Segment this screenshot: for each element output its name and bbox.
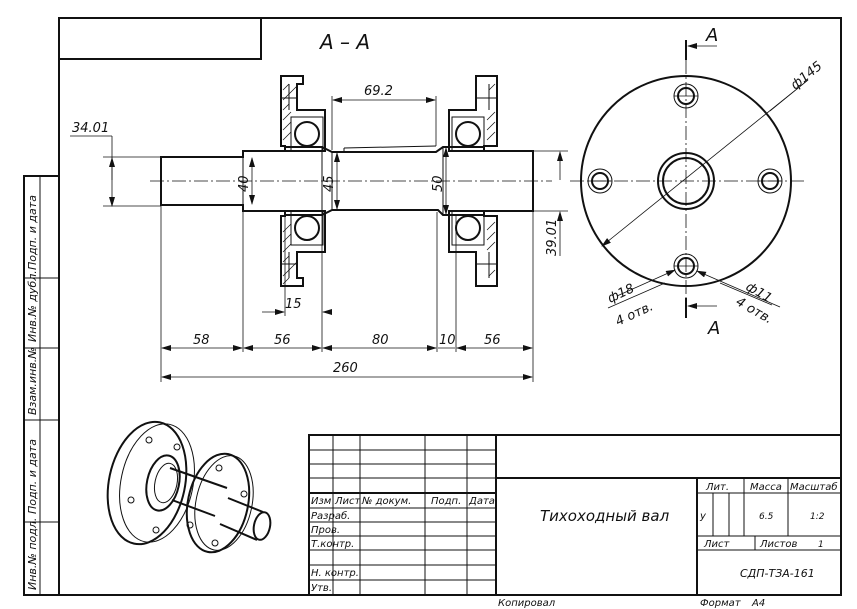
corner-box xyxy=(58,17,262,60)
tb-row-utv: Утв. xyxy=(311,583,332,594)
bearing-ball-top-right xyxy=(455,121,481,147)
dim-40: 40 xyxy=(237,175,252,192)
dim-50: 50 xyxy=(431,175,446,192)
tb-scale-value: 1:2 xyxy=(810,512,825,522)
flange-side-view: А А ф145 ф18 4 отв. ф11 4 отв. xyxy=(570,25,825,339)
tb-lit-label: Лит. xyxy=(705,482,729,493)
tb-mass-label: Масса xyxy=(750,482,782,493)
dim-34-01: 34.01 xyxy=(72,121,109,136)
dim-260: 260 xyxy=(333,361,358,376)
stamp-cell-1: Подп. и дата xyxy=(26,195,39,270)
tb-sheets-label: Листов xyxy=(759,539,797,550)
bearing-ball-bottom-left xyxy=(294,215,320,241)
cut-letter-top: А xyxy=(705,25,718,46)
dia-145: ф145 xyxy=(788,59,825,93)
tb-row-nkontr: Н. контр. xyxy=(311,568,359,579)
dim-56-a: 56 xyxy=(274,333,291,348)
tb-header-izm: Изм xyxy=(311,496,332,507)
stamp-cell-3: Взам.инв.№ xyxy=(26,347,39,415)
dim-80: 80 xyxy=(372,333,389,348)
dim-45: 45 xyxy=(322,175,337,192)
flange-outer-circle xyxy=(580,75,792,287)
side-stamp: Подп. и дата Инв.№ дубл. Взам.инв.№ Подп… xyxy=(23,175,60,596)
dim-10: 10 xyxy=(439,333,456,348)
tb-row-razrab: Разраб. xyxy=(311,510,350,522)
tb-part-name: Тихоходный вал xyxy=(540,507,670,525)
dim-39-01: 39.01 xyxy=(545,219,560,256)
cut-letter-bottom: А xyxy=(707,318,720,339)
section-label: А – А xyxy=(318,30,370,54)
title-block: Изм Лист № докум. Подп. Дата Разраб. Про… xyxy=(308,434,842,609)
left-hub-top xyxy=(280,75,326,152)
tb-copied-label: Копировал xyxy=(498,598,556,609)
bearing-ball-bottom-right xyxy=(455,215,481,241)
left-hub-bottom xyxy=(280,210,326,287)
tb-format-label: Формат xyxy=(700,598,742,609)
dim-15: 15 xyxy=(285,297,302,312)
stamp-cell-4: Подп. и дата xyxy=(26,439,39,514)
tb-header-doc: № докум. xyxy=(361,496,411,507)
tb-sheet-label: Лист xyxy=(703,539,731,550)
tb-header-list: Лист xyxy=(334,496,362,507)
tb-format-value: А4 xyxy=(751,598,765,609)
flange-bore xyxy=(662,157,710,205)
tb-header-data: Дата xyxy=(468,496,495,507)
right-hub-top xyxy=(448,75,498,152)
section-dimensions: 34.01 69.2 40 45 50 39.01 15 xyxy=(70,84,568,382)
tb-sheets-value: 1 xyxy=(818,540,824,550)
dim-69-2: 69.2 xyxy=(364,84,393,99)
bearing-ball-top-left xyxy=(294,121,320,147)
tb-row-prov: Пров. xyxy=(311,525,340,536)
tb-header-podp: Подп. xyxy=(431,496,461,507)
tb-scale-label: Масштаб xyxy=(790,481,838,493)
tb-row-tkontr: Т.контр. xyxy=(311,539,354,550)
shaft-section-view xyxy=(150,75,552,287)
tb-mass-value: 6.5 xyxy=(759,512,774,522)
isometric-view xyxy=(106,420,272,554)
flange-hub-outer xyxy=(657,152,715,210)
tb-lit-value: у xyxy=(699,511,707,522)
stamp-cell-2: Инв.№ дубл. xyxy=(26,270,39,342)
tb-designation: СДП-ТЗА-161 xyxy=(740,567,815,580)
dia-18: ф18 xyxy=(605,281,636,306)
dia-18-count: 4 отв. xyxy=(613,299,655,329)
stamp-cell-5: Инв.№ подл. xyxy=(26,518,39,590)
dim-58: 58 xyxy=(193,333,210,348)
dim-56-b: 56 xyxy=(484,333,501,348)
